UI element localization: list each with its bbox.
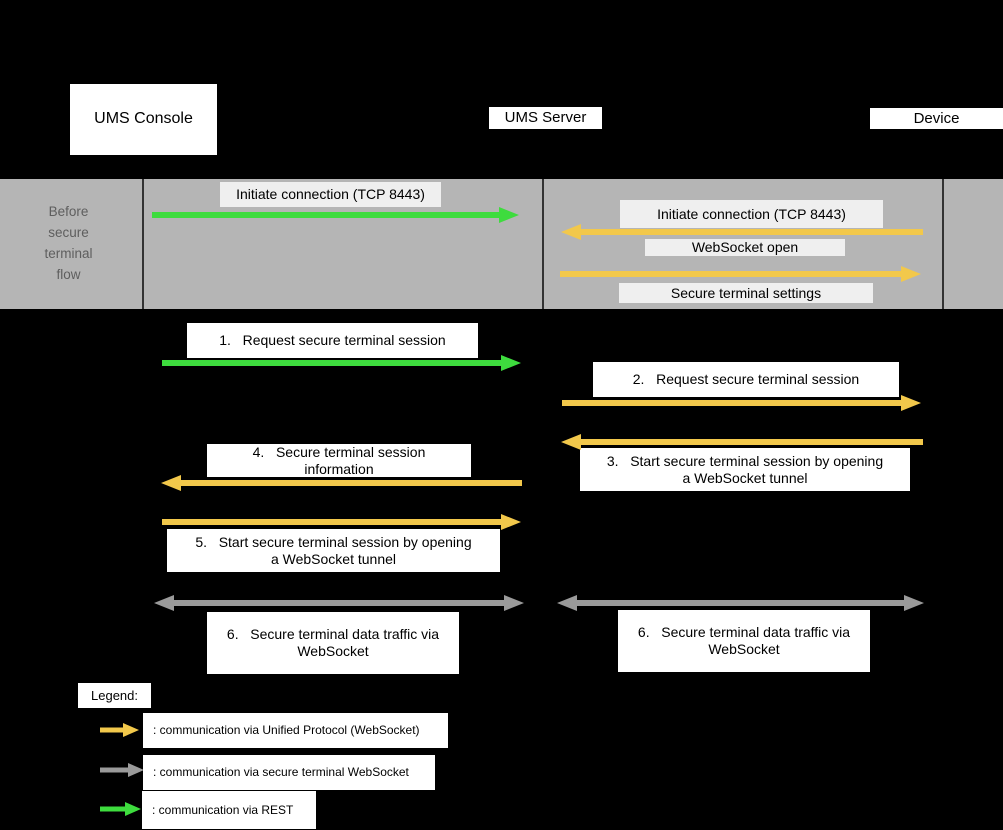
legend-item-secure-terminal: : communication via secure terminal WebS…	[143, 755, 435, 790]
step4-text: 4. Secure terminal session information	[252, 443, 426, 477]
step3-label: 3. Start secure terminal session by open…	[580, 448, 910, 491]
message-text: Initiate connection (TCP 8443)	[657, 205, 846, 222]
legend-item-unified-protocol: : communication via Unified Protocol (We…	[143, 713, 448, 748]
arrow-step5-unified	[162, 514, 521, 530]
lifeline-ums-server	[542, 179, 544, 309]
legend-arrow-rest-icon	[100, 801, 141, 817]
arrow-step6-left-secure-terminal	[154, 595, 524, 611]
step3-text: 3. Start secure terminal session by open…	[606, 452, 884, 486]
step5-label: 5. Start secure terminal session by open…	[167, 529, 500, 572]
step6-left-text: 6. Secure terminal data traffic via WebS…	[226, 626, 440, 659]
message-text: Initiate connection (TCP 8443)	[236, 186, 425, 203]
actor-ums-console: UMS Console	[70, 84, 217, 155]
step6-right-text: 6. Secure terminal data traffic via WebS…	[637, 624, 851, 657]
arrow-step3-unified	[561, 434, 923, 450]
step4-label: 4. Secure terminal session information	[207, 444, 471, 477]
lifeline-ums-console	[142, 179, 144, 309]
step6-right-label: 6. Secure terminal data traffic via WebS…	[618, 610, 870, 672]
step1-label: 1. Request secure terminal session	[187, 323, 478, 358]
message-label-initiate-connection-device: Initiate connection (TCP 8443)	[620, 200, 883, 228]
actor-device-label: Device	[913, 109, 960, 127]
step1-text: 1. Request secure terminal session	[219, 332, 446, 349]
arrow-unified-secure-settings	[560, 266, 921, 282]
step6-left-label: 6. Secure terminal data traffic via WebS…	[207, 612, 459, 674]
message-label-websocket-open: WebSocket open	[645, 239, 845, 256]
legend-item-unified-protocol-text: : communication via Unified Protocol (We…	[153, 723, 420, 738]
message-text: WebSocket open	[691, 239, 799, 256]
step2-text: 2. Request secure terminal session	[632, 371, 860, 388]
legend-item-secure-terminal-text: : communication via secure terminal WebS…	[153, 765, 409, 780]
arrow-rest-initiate-connection	[152, 207, 519, 223]
message-label-secure-terminal-settings: Secure terminal settings	[619, 283, 873, 303]
before-flow-label: Before secure terminal flow	[44, 204, 93, 282]
lifeline-device	[942, 179, 944, 309]
actor-ums-console-label: UMS Console	[94, 110, 193, 128]
message-text: Secure terminal settings	[670, 284, 822, 301]
actor-ums-server: UMS Server	[489, 107, 602, 129]
legend-title-text: Legend:	[91, 687, 138, 703]
message-label-initiate-connection-console: Initiate connection (TCP 8443)	[220, 182, 441, 207]
arrow-unified-initiate-connection	[561, 224, 923, 240]
legend-item-rest: : communication via REST	[142, 791, 316, 829]
legend-arrow-unified-protocol-icon	[100, 722, 139, 738]
actor-device: Device	[870, 108, 1003, 129]
legend-title: Legend:	[78, 683, 151, 708]
arrow-step4-unified	[161, 475, 522, 491]
arrow-step6-right-secure-terminal	[557, 595, 924, 611]
step2-label: 2. Request secure terminal session	[593, 362, 899, 397]
legend-arrow-secure-terminal-icon	[100, 762, 144, 778]
legend-item-rest-text: : communication via REST	[152, 802, 294, 817]
step5-text: 5. Start secure terminal session by open…	[195, 533, 472, 567]
arrow-step1-rest	[162, 355, 521, 371]
arrow-step2-unified	[562, 395, 921, 411]
actor-ums-server-label: UMS Server	[504, 109, 587, 127]
